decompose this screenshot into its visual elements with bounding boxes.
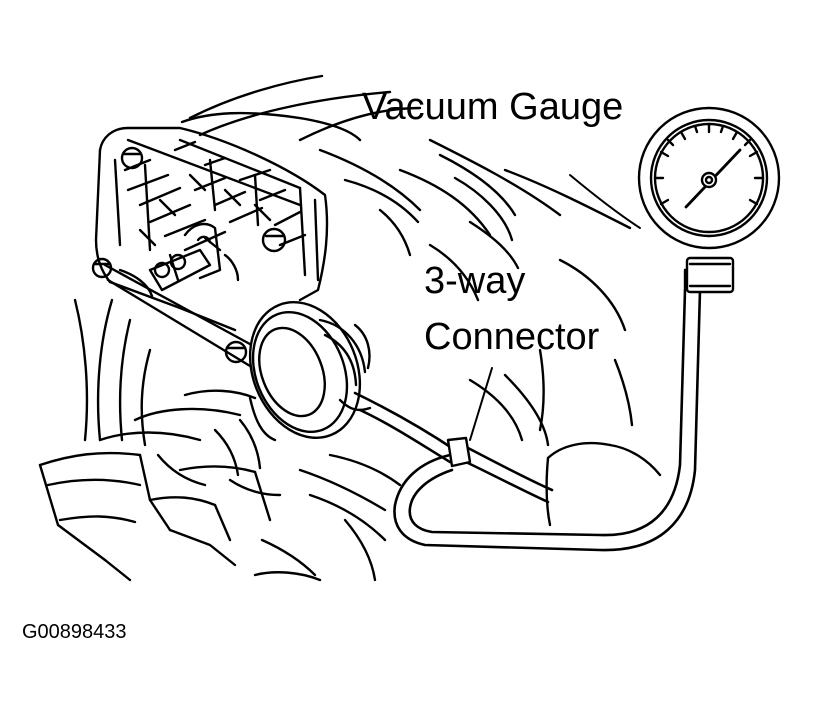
figure-id: G00898433 (22, 621, 127, 643)
three-way-connector-label-line1: 3-way (424, 260, 526, 302)
vacuum-diaphragm (248, 301, 372, 442)
vacuum-hoses (353, 288, 702, 552)
vacuum-gauge-label: Vacuum Gauge (362, 86, 624, 128)
three-way-connector-label-line2: Connector (424, 316, 600, 358)
manifold-bolts (91, 146, 287, 364)
three-way-connector (446, 436, 472, 468)
manifold-block (94, 126, 329, 374)
engine-background (38, 74, 662, 582)
vacuum-gauge (569, 106, 781, 294)
